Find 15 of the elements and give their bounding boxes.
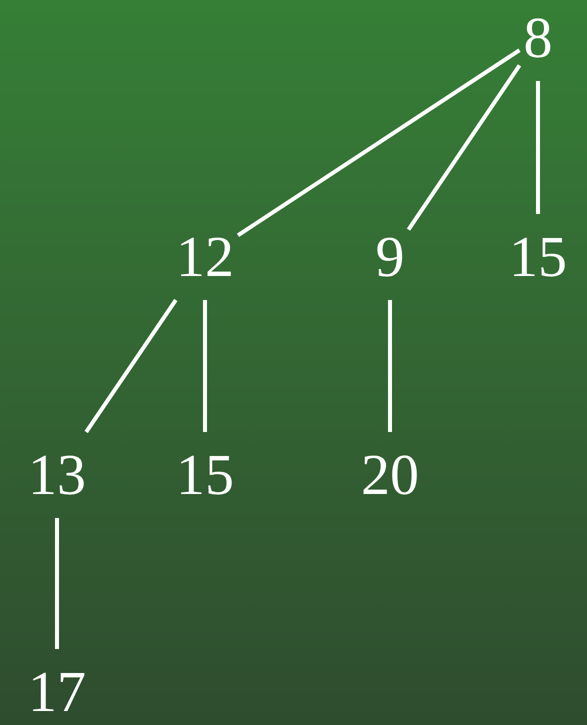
tree-edge [406,64,522,231]
tree-node-label: 12 [172,214,238,300]
tree-node-label: 8 [520,0,556,81]
tree-edge [203,300,207,432]
tree-node-label: 20 [357,432,423,518]
tree-edge [388,300,392,432]
tree-node-label: 17 [24,649,90,725]
tree-node-label: 13 [24,432,90,518]
tree-node-label: 15 [505,214,571,300]
tree-node-label: 15 [172,432,238,518]
tree-edge [236,48,521,237]
tree-edge [536,81,540,214]
tree-edge [84,298,178,434]
tree-node-label: 9 [372,214,408,300]
tree-edge [55,518,59,649]
